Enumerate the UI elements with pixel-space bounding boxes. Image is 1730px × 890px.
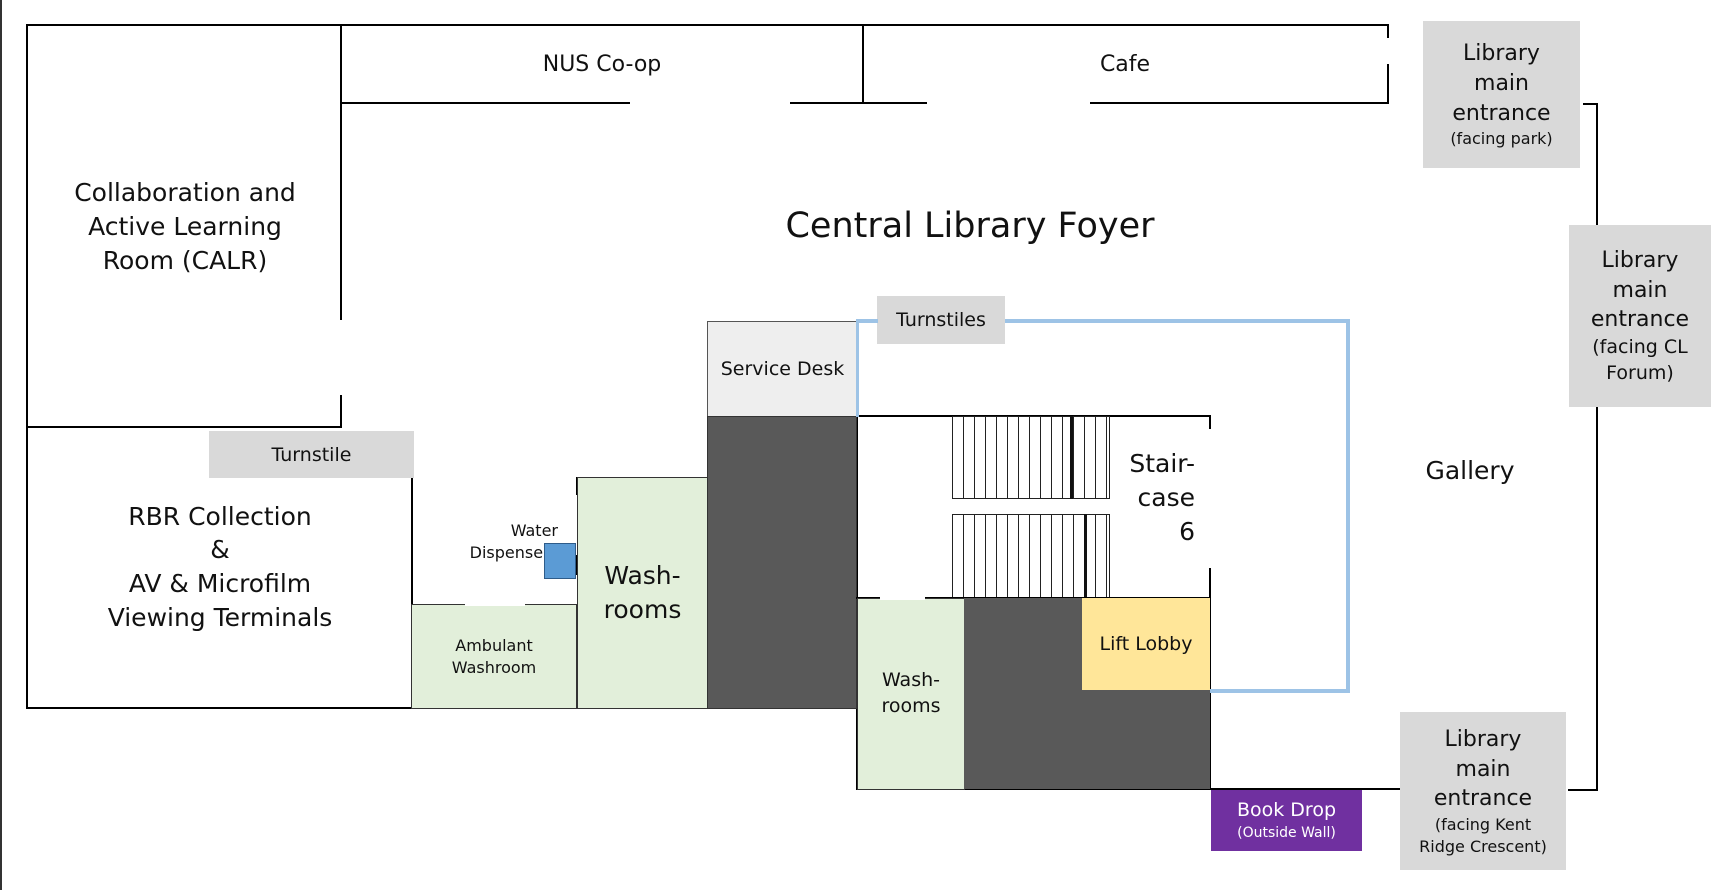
staircase-line-1: Stair- [1129,449,1195,478]
water-line-1: Water [510,521,558,540]
ambulant-washroom: Ambulant Washroom [411,604,577,709]
washrooms-left-line-1: Wash- [604,561,681,591]
wall [1090,102,1389,104]
wall [856,320,858,790]
ambulant-line-2: Washroom [451,657,537,677]
book-drop-sub: (Outside Wall) [1237,824,1336,841]
wall [340,102,630,104]
entrance-kent-line-2: main [1455,756,1511,782]
calr-line-2: Active Learning [88,212,282,242]
service-desk: Service Desk [707,321,858,417]
wall [1209,568,1211,790]
wall [1209,415,1211,429]
book-drop-title: Book Drop [1236,799,1337,822]
staircase-line-2: case [1137,482,1195,512]
ambulant-line-1: Ambulant [455,635,533,655]
water-dispenser-icon [544,543,576,579]
washrooms-left-line-2: rooms [603,595,682,624]
wall [1387,24,1389,38]
rbr-line-1: RBR Collection [128,501,312,531]
staircase-upper-steps [952,416,1110,499]
wall [1209,788,1401,790]
foyer-title: Central Library Foyer [785,206,1155,246]
entrance-forum-line-1: Library [1601,247,1679,273]
entrance-park-sub: (facing park) [1450,129,1553,149]
entrance-park-line-2: main [1474,70,1529,96]
entrance-forum-sub-2: Forum) [1606,361,1674,384]
entrance-facing-kent-ridge[interactable]: Library main entrance (facing Kent Ridge… [1400,712,1566,870]
rbr-line-3: AV & Microfilm [128,569,312,598]
wall [411,478,413,708]
wall [856,788,1211,790]
staircase-line-3: 6 [1179,516,1195,546]
entrance-kent-sub-2: Ridge Crescent) [1419,836,1547,856]
staircase-rail [1070,416,1073,499]
wall [26,24,28,709]
rbr-line-4: Viewing Terminals [107,602,333,632]
staircase-label: Stair- case 6 [1110,447,1195,562]
rbr-label: RBR Collection & AV & Microfilm Viewing … [90,497,350,637]
wall [340,24,342,320]
rbr-line-2: & [210,535,230,565]
turnstile-line [1005,319,1350,323]
restricted-block-left [707,416,857,709]
wall [790,102,927,104]
entrance-kent-sub-1: (facing Kent [1434,814,1532,834]
washrooms-right: Wash- rooms [857,598,965,790]
washrooms-left: Wash- rooms [577,477,708,709]
calr-line-1: Collaboration and [74,178,296,208]
wall [1583,103,1597,105]
turnstile-line [1346,319,1350,693]
wall [862,24,864,104]
turnstile-line [856,319,859,417]
washroom-door-gap [880,596,925,600]
wall [26,426,342,428]
wall [1596,406,1598,791]
entrance-park-line-1: Library [1463,41,1540,67]
turnstiles-top: Turnstiles [877,296,1005,344]
wall [1596,103,1598,227]
entrance-forum-sub-1: (facing CL [1592,335,1688,358]
book-drop[interactable]: Book Drop (Outside Wall) [1211,790,1362,851]
turnstile-line [1209,689,1350,693]
calr-label: Collaboration and Active Learning Room (… [40,162,330,292]
turnstile-left: Turnstile [209,431,414,478]
staircase-rail [1084,514,1087,598]
wall [26,707,411,709]
washrooms-right-line-1: Wash- [881,669,940,692]
lift-lobby: Lift Lobby [1082,598,1210,690]
gallery-label: Gallery [1425,455,1515,485]
nus-coop-label: NUS Co-op [542,51,662,77]
entrance-facing-park[interactable]: Library main entrance (facing park) [1423,21,1580,168]
left-border [0,0,2,890]
water-line-2: Dispensers [469,542,558,562]
cafe-label: Cafe [1099,51,1151,77]
staircase-lower-steps [952,514,1110,598]
entrance-forum-line-2: main [1612,277,1668,303]
water-dispensers-label: Water Dispensers [440,520,558,566]
wall [1568,789,1598,791]
turnstile-line [856,319,878,323]
entrance-kent-line-3: entrance [1433,786,1533,812]
wall [340,395,342,427]
ambulant-door-gap [465,602,525,606]
entrance-kent-line-1: Library [1444,726,1522,752]
entrance-forum-line-3: entrance [1590,307,1690,333]
calr-line-3: Room (CALR) [102,245,268,275]
wall [26,24,1389,26]
wall [1387,64,1389,104]
washrooms-right-line-2: rooms [881,695,941,717]
entrance-park-line-3: entrance [1452,100,1551,126]
entrance-facing-cl-forum[interactable]: Library main entrance (facing CL Forum) [1569,225,1711,407]
